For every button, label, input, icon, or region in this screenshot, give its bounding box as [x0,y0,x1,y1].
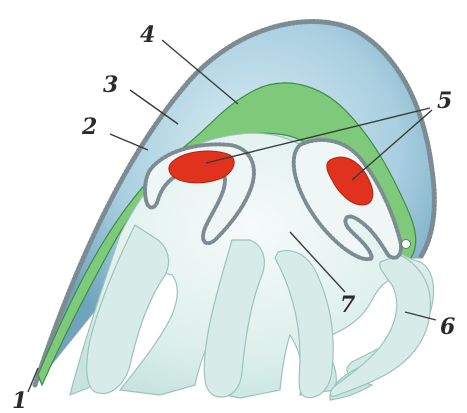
callout-label-5: 5 [437,88,452,114]
callout-label-7: 7 [340,292,356,318]
white-dot [402,240,411,249]
callout-label-3: 3 [103,72,118,98]
callout-label-1: 1 [12,388,27,413]
callout-label-4: 4 [140,22,155,48]
callout-label-2: 2 [81,114,97,140]
callout-label-6: 6 [440,314,455,340]
